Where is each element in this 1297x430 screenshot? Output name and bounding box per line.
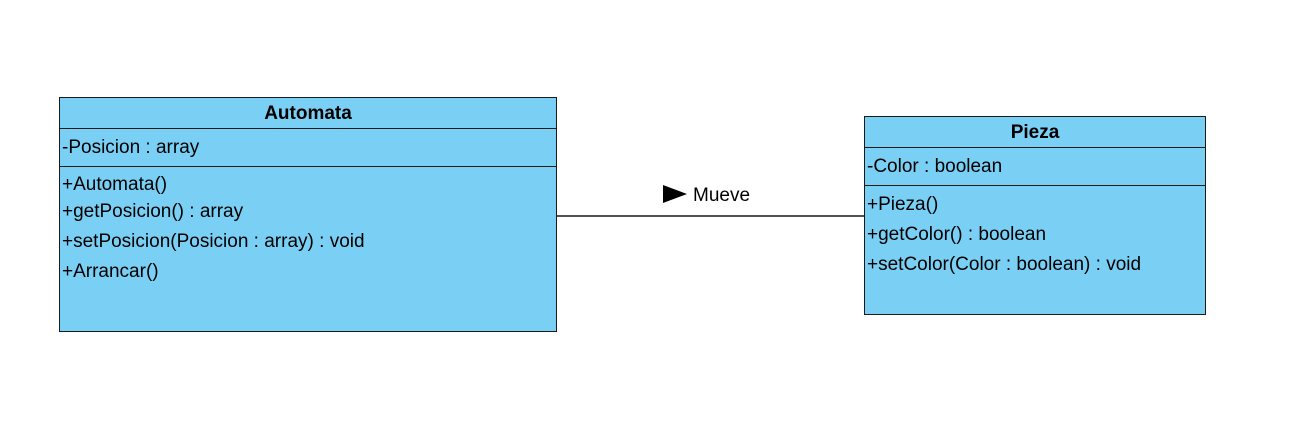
operation: +setColor(Color : boolean) : void (867, 254, 1142, 275)
attribute-compartment: -Color : boolean (865, 148, 1205, 186)
class-name: Automata (60, 98, 556, 129)
operation: +getColor() : boolean (867, 224, 1047, 245)
class-automata[interactable]: Automata -Posicion : array +Automata() +… (59, 97, 557, 332)
association-label: Mueve (693, 185, 751, 206)
attribute-compartment: -Posicion : array (60, 129, 556, 167)
attribute: -Color : boolean (867, 156, 1003, 177)
operation: +setPosicion(Posicion : array) : void (62, 231, 365, 252)
class-name: Pieza (865, 117, 1205, 148)
operation: +getPosicion() : array (62, 201, 244, 222)
direction-arrow-icon (663, 185, 687, 203)
operation-compartment: +Pieza() +getColor() : boolean +setColor… (865, 186, 1205, 280)
operation-compartment: +Automata() +getPosicion() : array +setP… (60, 167, 556, 287)
attribute: -Posicion : array (62, 137, 200, 158)
operation: +Automata() (62, 174, 168, 195)
operation: +Arrancar() (62, 261, 159, 282)
class-pieza[interactable]: Pieza -Color : boolean +Pieza() +getColo… (864, 116, 1206, 315)
operation: +Pieza() (867, 194, 939, 215)
